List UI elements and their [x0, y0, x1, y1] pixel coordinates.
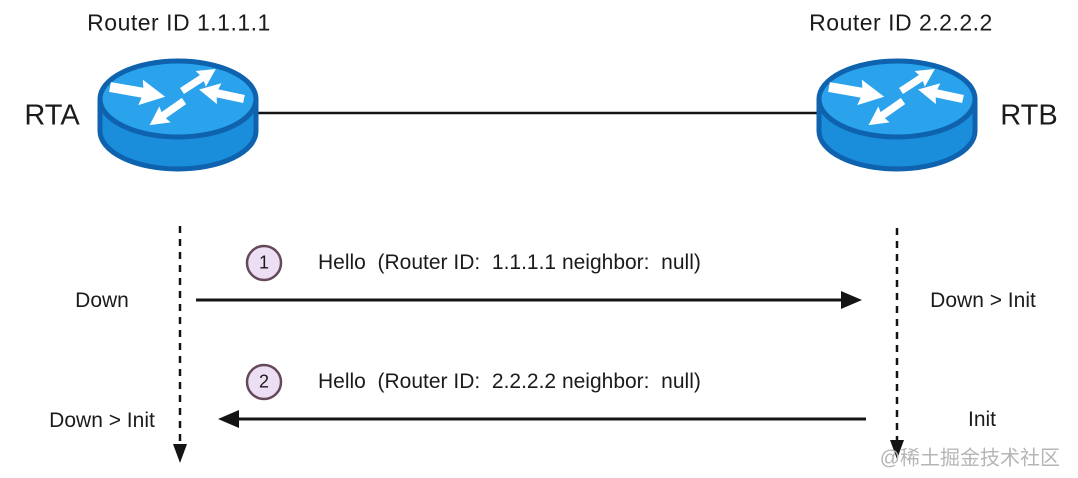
lifeline-rta-arrowhead-icon [173, 444, 187, 463]
router-name-rtb: RTB [1000, 99, 1058, 132]
step-1-badge-number: 1 [258, 252, 270, 273]
message-1-arrowhead-icon [841, 291, 862, 309]
step-2-badge-circle [245, 363, 283, 401]
message-1-text: Hello (Router ID: 1.1.1.1 neighbor: null… [318, 251, 701, 274]
state-rta-down-init: Down > Init [49, 409, 155, 432]
message-2-text: Hello (Router ID: 2.2.2.2 neighbor: null… [318, 370, 701, 393]
router-name-rta: RTA [24, 99, 80, 132]
router-icon-rtb [816, 58, 978, 172]
state-rtb-init: Init [967, 408, 997, 431]
watermark-text: @稀土掘金技术社区 [879, 447, 1060, 470]
router-rtb-traffic-arrows-icon [828, 69, 964, 126]
router-rta-traffic-arrows-icon [109, 69, 245, 126]
router-rtb-top-face [816, 58, 978, 140]
message-2-arrowhead-icon [218, 410, 239, 428]
router-icon-rta [97, 58, 259, 172]
lifeline-rtb-arrowhead-icon [890, 440, 904, 459]
router-rta-top-face [97, 58, 259, 140]
router-id-label-rta: Router ID 1.1.1.1 [87, 9, 271, 36]
step-1-badge-circle [245, 244, 283, 282]
state-rta-down: Down [75, 289, 129, 312]
state-rtb-down-init: Down > Init [930, 289, 1036, 312]
router-id-label-rtb: Router ID 2.2.2.2 [809, 9, 993, 36]
step-2-badge-number: 2 [258, 371, 270, 392]
